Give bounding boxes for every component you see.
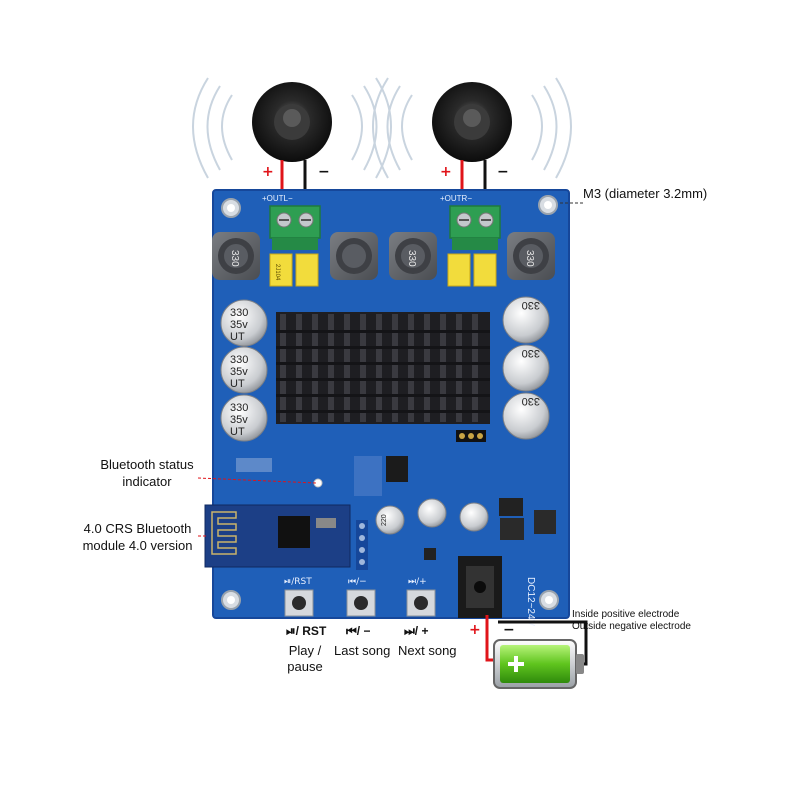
svg-text:330: 330 bbox=[522, 299, 540, 311]
heatsink-fin bbox=[472, 314, 478, 422]
svg-text:+: + bbox=[469, 622, 481, 638]
svg-text:330: 330 bbox=[230, 354, 248, 366]
heatsink-fin bbox=[344, 314, 350, 422]
heatsink-groove bbox=[276, 330, 490, 333]
svg-text:−: − bbox=[497, 164, 509, 180]
heatsink-fin bbox=[328, 314, 334, 422]
heatsink-groove bbox=[276, 378, 490, 381]
heatsink-fin bbox=[440, 314, 446, 422]
film-capacitors bbox=[269, 253, 497, 287]
svg-text:330: 330 bbox=[522, 395, 540, 407]
svg-text:330: 330 bbox=[230, 402, 248, 414]
svg-text:−: − bbox=[318, 164, 330, 180]
small-capacitors bbox=[375, 498, 489, 535]
terminal-left bbox=[269, 205, 321, 250]
prev-button-legend: ⏮/ − bbox=[346, 624, 371, 638]
bluetooth-status-callout: Bluetooth status indicator bbox=[100, 457, 194, 489]
film-cap-label: 2J104 bbox=[274, 264, 280, 281]
heatsink-fin bbox=[392, 314, 398, 422]
svg-text:UT: UT bbox=[230, 378, 245, 390]
silk-out-right: +OUTR− bbox=[440, 194, 472, 203]
small-components bbox=[236, 430, 556, 570]
svg-text:35v: 35v bbox=[230, 366, 248, 378]
inductor-label-1: 330 bbox=[229, 250, 240, 267]
button-silk: ⏯/RST ⏮/− ⏭/+ bbox=[284, 577, 427, 587]
svg-text:⏯/RST: ⏯/RST bbox=[284, 577, 312, 587]
heatsink-groove bbox=[276, 362, 490, 365]
heatsink-fin bbox=[456, 314, 462, 422]
heatsink-fin bbox=[280, 314, 286, 422]
svg-text:35v: 35v bbox=[230, 414, 248, 426]
inductor-label-4: 330 bbox=[524, 250, 535, 267]
svg-text:⏮/−: ⏮/− bbox=[348, 577, 367, 587]
heatsink-fin bbox=[424, 314, 430, 422]
small-cap-label: 220 bbox=[381, 514, 388, 526]
terminal-right bbox=[449, 205, 501, 250]
svg-text:330: 330 bbox=[230, 307, 248, 319]
speaker-left-icon bbox=[252, 82, 332, 162]
sound-waves bbox=[192, 77, 572, 179]
big-cap-labels-right: 330 330 330 bbox=[522, 299, 540, 407]
bluetooth-module-callout: 4.0 CRS Bluetooth module 4.0 version bbox=[82, 521, 193, 553]
svg-text:330: 330 bbox=[522, 347, 540, 359]
polarity-marks: + − + − + − bbox=[262, 164, 515, 638]
heatsink-fin bbox=[376, 314, 382, 422]
heatsink-fin bbox=[408, 314, 414, 422]
play-button-legend: ⏯/ RST bbox=[286, 624, 327, 638]
heatsink-groove bbox=[276, 410, 490, 413]
power-polarity-callout: Inside positive electrode Outside negati… bbox=[572, 609, 691, 632]
prev-button-name: Last song bbox=[334, 643, 391, 658]
bluetooth-module bbox=[204, 504, 351, 568]
mounting-holes bbox=[221, 195, 559, 610]
svg-text:UT: UT bbox=[230, 331, 245, 343]
battery-icon bbox=[493, 639, 584, 689]
dc-jack bbox=[458, 556, 502, 618]
heatsink-groove bbox=[276, 346, 490, 349]
inductors bbox=[212, 232, 555, 280]
svg-text:⏭/+: ⏭/+ bbox=[408, 577, 427, 587]
play-button-name: Play / pause bbox=[287, 643, 323, 674]
callout-leaders bbox=[197, 202, 584, 537]
svg-text:+: + bbox=[262, 164, 274, 180]
heatsink-groove bbox=[276, 394, 490, 397]
next-button-name: Next song bbox=[398, 643, 457, 658]
svg-text:+: + bbox=[440, 164, 452, 180]
next-button-legend: ⏭/ + bbox=[404, 624, 429, 638]
heatsink bbox=[276, 312, 490, 424]
silk-out-left: +OUTL− bbox=[262, 194, 293, 203]
svg-text:−: − bbox=[503, 622, 515, 638]
heatsink-fin bbox=[360, 314, 366, 422]
mount-hole-callout: M3 (diameter 3.2mm) bbox=[583, 186, 708, 201]
heatsink-fin bbox=[296, 314, 302, 422]
silk-dc: DC12~24V bbox=[525, 577, 536, 627]
push-buttons bbox=[284, 589, 436, 617]
speaker-right-icon bbox=[432, 82, 512, 162]
svg-text:UT: UT bbox=[230, 426, 245, 438]
inductor-label-3: 330 bbox=[406, 250, 417, 267]
svg-text:35v: 35v bbox=[230, 319, 248, 331]
big-capacitors bbox=[220, 296, 550, 442]
heatsink-fin bbox=[312, 314, 318, 422]
